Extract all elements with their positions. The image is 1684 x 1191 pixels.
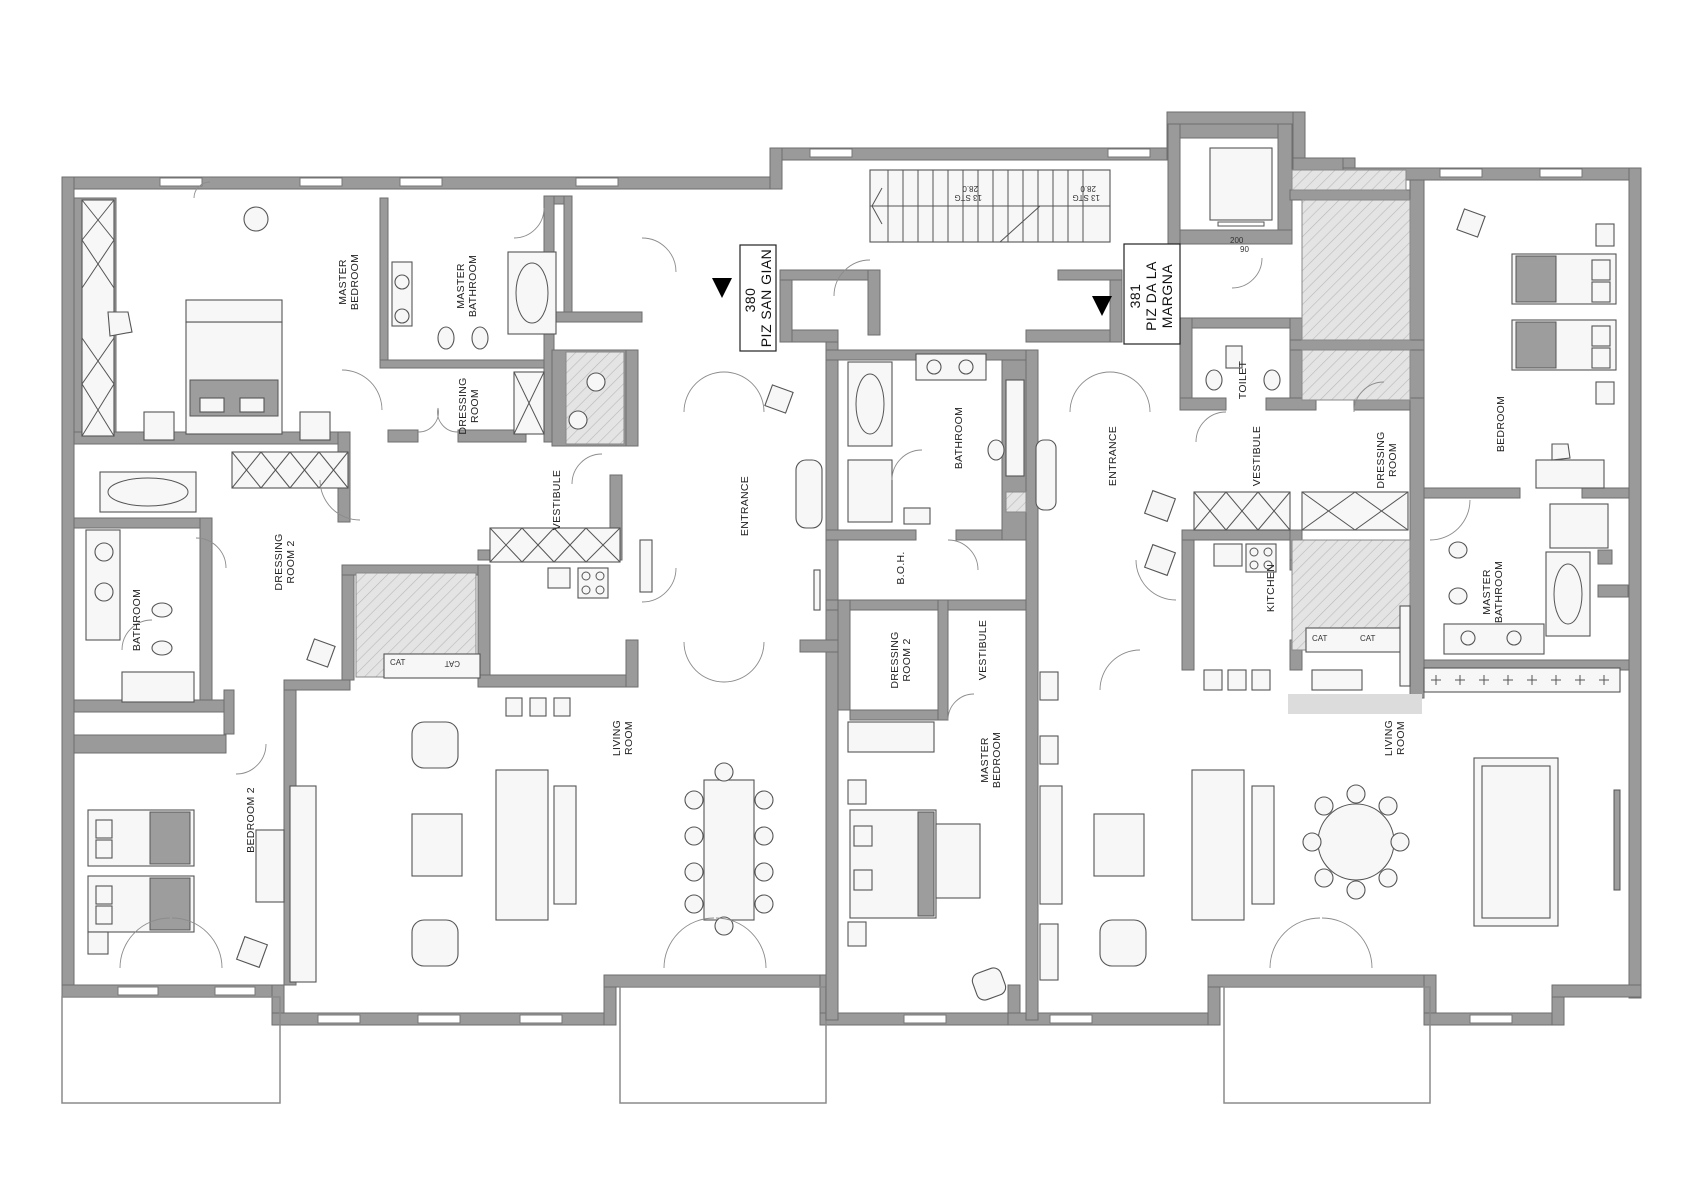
room-label-dressing-room-right-2: ROOM: [1387, 443, 1399, 477]
plus-mark: [1575, 675, 1585, 685]
unit-380-number: 380: [742, 288, 758, 313]
room-label-living-room-right-2: ROOM: [1395, 721, 1407, 755]
room-label-bedroom-right: BEDROOM: [1495, 396, 1507, 452]
stair-label-left-b: 28.0: [962, 184, 978, 193]
room-label-master-bathroom-right-1: MASTER: [1481, 569, 1493, 615]
furniture-left: CAT CAT: [81, 199, 794, 983]
room-label-master-bedroom-1: MASTER: [337, 259, 349, 305]
room-label-master-bedroom-center-1: MASTER: [979, 737, 991, 783]
doors: [119, 181, 1471, 969]
room-label-bathroom-left: BATHROOM: [131, 589, 143, 651]
cat-label-left-b: CAT: [444, 659, 460, 668]
room-label-entrance-right: ENTRANCE: [1107, 426, 1119, 486]
room-labels: MASTER BEDROOM MASTER BATHROOM DRESSING …: [131, 254, 1507, 853]
lift-label-a: 200: [1230, 236, 1244, 245]
plus-mark: [1431, 675, 1441, 685]
lift: 200 90: [1209, 147, 1273, 254]
stair-label-left-a: 13 STG: [954, 193, 982, 202]
unit-381-name-line1: PIZ DA LA: [1143, 261, 1159, 331]
unit-380-marker: [712, 278, 732, 298]
room-label-vestibule-center: VESTIBULE: [977, 620, 989, 680]
room-label-dressing-room2-1: DRESSING: [273, 533, 285, 590]
staircase: 13 STG 28.0 13 STG 28.0: [869, 169, 1111, 243]
room-label-dressing-room2-2: ROOM 2: [285, 540, 297, 583]
balconies: [61, 986, 1431, 1104]
room-label-master-bathroom-1: MASTER: [455, 263, 467, 309]
stair-treads: [887, 170, 1084, 242]
room-label-entrance-left: ENTRANCE: [739, 476, 751, 536]
plus-mark: [1599, 675, 1609, 685]
unit-380-label: 380 PIZ SAN GIAN: [712, 244, 777, 352]
room-label-master-bedroom-center-2: BEDROOM: [991, 732, 1003, 788]
unit-380-name: PIZ SAN GIAN: [758, 249, 774, 348]
plus-mark: [1479, 675, 1489, 685]
room-label-master-bathroom-right-2: BATHROOM: [1493, 561, 1505, 623]
room-label-master-bedroom-2: BEDROOM: [349, 254, 361, 310]
room-label-bathroom-center: BATHROOM: [953, 407, 965, 469]
room-label-vestibule-right: VESTIBULE: [1251, 426, 1263, 486]
cat-label-left-a: CAT: [390, 658, 406, 667]
room-label-living-room-right-1: LIVING: [1383, 720, 1395, 756]
windows: [117, 148, 1583, 1024]
unit-381-number: 381: [1127, 284, 1143, 309]
plus-strip: [1431, 675, 1609, 685]
room-label-dressing-room2-center-2: ROOM 2: [901, 638, 913, 681]
interior-walls-right: [1167, 123, 1630, 699]
cat-label-right-b: CAT: [1360, 634, 1376, 643]
room-label-living-room-left-1: LIVING: [611, 720, 623, 756]
cat-label-right-a: CAT: [1312, 634, 1328, 643]
room-label-bedroom2: BEDROOM 2: [245, 787, 257, 853]
furniture-center: [795, 353, 1177, 1001]
plus-mark: [1455, 675, 1465, 685]
lift-label-b: 90: [1240, 245, 1249, 254]
room-label-dressing-room2-center-1: DRESSING: [889, 631, 901, 688]
room-label-vestibule-left: VESTIBULE: [551, 470, 563, 530]
interior-walls-center: [779, 269, 1123, 1021]
room-label-dressing-room-right-1: DRESSING: [1375, 431, 1387, 488]
exterior-walls: [61, 111, 1642, 1026]
unit-381-marker: [1092, 296, 1112, 316]
room-label-living-room-left-2: ROOM: [623, 721, 635, 755]
furniture-right: CAT CAT: [1039, 208, 1621, 981]
plus-mark: [1527, 675, 1537, 685]
plus-mark: [1503, 675, 1513, 685]
plus-mark: [1551, 675, 1561, 685]
room-label-dressing-room-2: ROOM: [469, 389, 481, 423]
unit-381-label: 381 PIZ DA LA MARGNA: [1092, 243, 1181, 345]
stair-label-right-a: 13 STG: [1072, 193, 1100, 202]
room-label-kitchen: KITCHEN: [1265, 564, 1277, 612]
room-label-dressing-room-1: DRESSING: [457, 377, 469, 434]
room-label-master-bathroom-2: BATHROOM: [467, 255, 479, 317]
stair-label-right-b: 28.0: [1080, 184, 1096, 193]
room-label-boh: B.O.H.: [895, 551, 907, 584]
room-label-toilet: TOILET: [1237, 361, 1249, 400]
unit-381-name-line2: MARGNA: [1159, 264, 1175, 329]
